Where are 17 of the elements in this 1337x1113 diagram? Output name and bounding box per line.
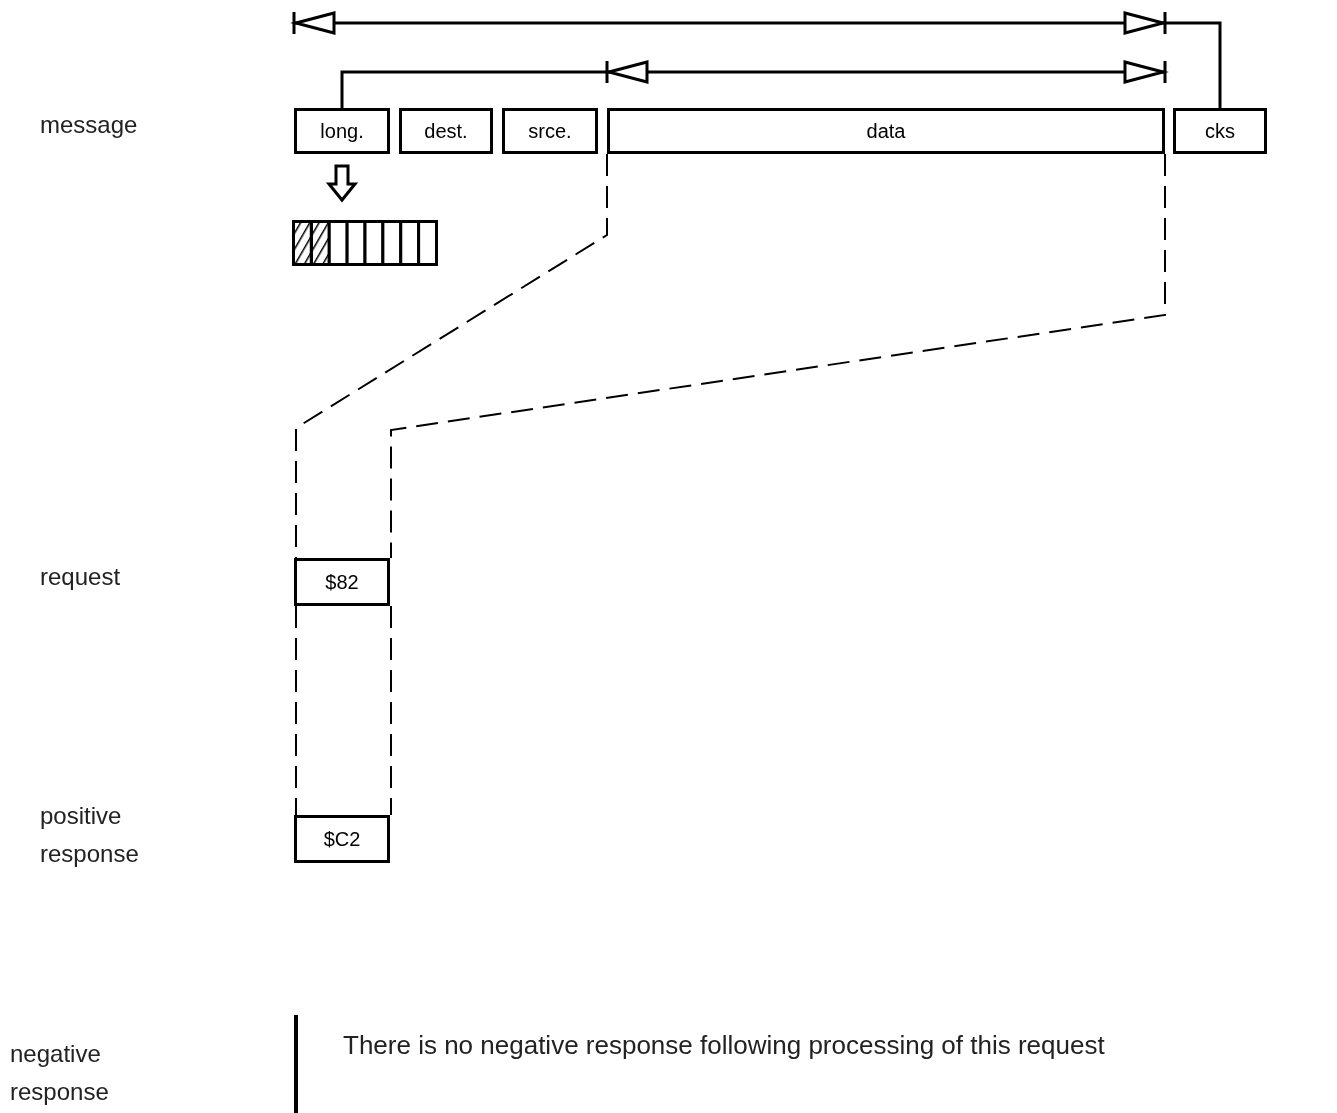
field-box: $82 (294, 558, 390, 606)
hollow-arrow (325, 164, 359, 203)
projection-line (295, 605, 297, 816)
row-label: message (40, 110, 139, 140)
note-text: There is no negative response following processing of this request (343, 1029, 1106, 1062)
row-label: request (40, 562, 122, 592)
field-box: data (607, 108, 1165, 154)
field-box: $C2 (294, 815, 390, 863)
byte-bar (292, 220, 438, 266)
field-box: long. (294, 108, 390, 154)
projection-line (390, 153, 1166, 559)
projection-line (390, 605, 392, 816)
row-label: negative response (10, 1039, 110, 1107)
field-box: cks (1173, 108, 1267, 154)
field-box: dest. (399, 108, 493, 154)
field-box: srce. (502, 108, 598, 154)
row-label: positive response (40, 801, 140, 869)
